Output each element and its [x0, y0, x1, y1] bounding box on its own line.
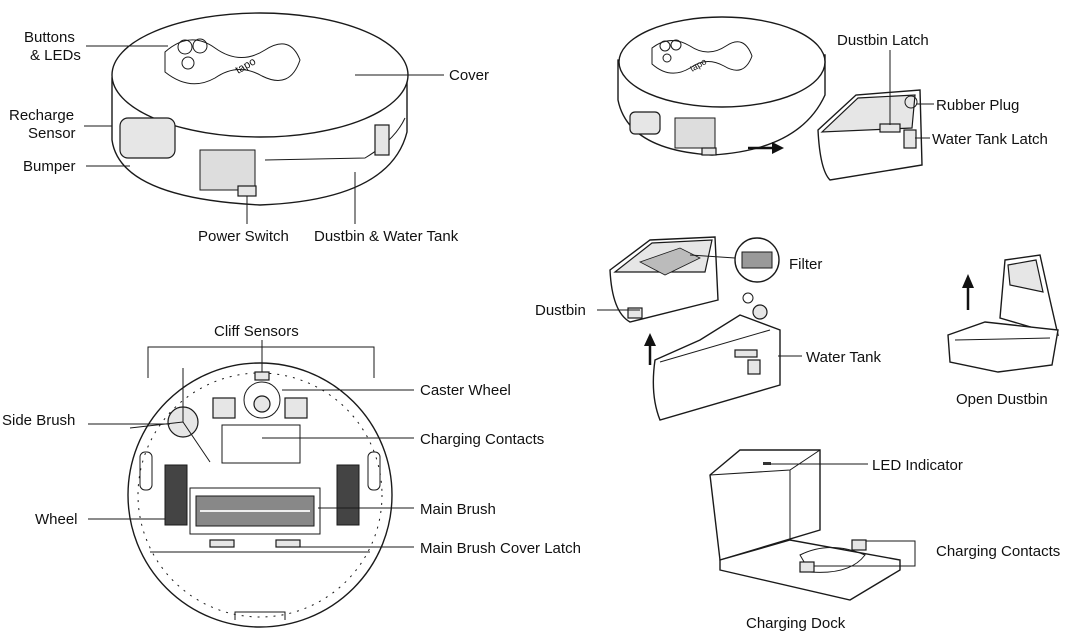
charging-contacts-part: [221, 424, 301, 464]
label-water-tank: Water Tank: [806, 349, 882, 366]
robot-bottom-view: [127, 362, 393, 628]
cliff-sensor-left: [212, 397, 236, 419]
charging-dock: [709, 449, 901, 601]
label-water-tank-latch: Water Tank Latch: [932, 131, 1048, 148]
label-cover: Cover: [449, 67, 489, 84]
brush-cover-latch-right: [275, 539, 301, 548]
button-led-1: [177, 39, 193, 55]
wheel-left: [164, 464, 188, 526]
label-buttons-leds-2: & LEDs: [30, 47, 81, 64]
dustbin-handle: [374, 124, 390, 156]
label-charging-contacts-dock: Charging Contacts: [936, 543, 1060, 560]
cliff-sensor-right: [284, 397, 308, 419]
dock-tower: [709, 449, 821, 561]
label-charging-contacts-robot: Charging Contacts: [420, 431, 544, 448]
cliff-sensor-front: [254, 371, 270, 381]
button-area: [164, 39, 301, 85]
vent-grille: [199, 149, 256, 191]
robot-removal-view: tapo: [617, 16, 923, 181]
label-power-switch: Power Switch: [198, 228, 289, 245]
label-recharge-2: Sensor: [28, 125, 76, 142]
label-buttons-leds-1: Buttons: [24, 29, 75, 46]
dock-contact-1: [851, 539, 867, 551]
dustbin-latch-part: [879, 123, 901, 133]
open-dustbin-base: [947, 321, 1059, 373]
water-tank-part: [652, 314, 781, 421]
label-rubber-plug: Rubber Plug: [936, 97, 1019, 114]
label-main-brush: Main Brush: [420, 501, 496, 518]
label-led-indicator: LED Indicator: [872, 457, 963, 474]
label-caster-wheel: Caster Wheel: [420, 382, 511, 399]
dock-contact-2: [799, 561, 815, 573]
dustbin-assembly: [609, 236, 1059, 421]
label-recharge-1: Recharge: [9, 107, 74, 124]
label-dustbin-latch: Dustbin Latch: [837, 32, 929, 49]
label-bumper: Bumper: [23, 158, 76, 175]
label-dustbin: Dustbin: [535, 302, 586, 319]
label-side-brush: Side Brush: [2, 412, 75, 429]
label-filter: Filter: [789, 256, 822, 273]
button-led-3: [181, 56, 195, 70]
button-led-2: [192, 38, 208, 54]
label-cliff-sensors: Cliff Sensors: [214, 323, 299, 340]
brush-cover-latch-left: [209, 539, 235, 548]
wheel-right: [336, 464, 360, 526]
water-tank-latch-part: [903, 129, 917, 149]
power-switch-part: [237, 185, 257, 197]
filter-part: [741, 251, 773, 269]
label-dustbin-water-tank: Dustbin & Water Tank: [314, 228, 459, 245]
robot-top-view: tapo: [111, 12, 409, 206]
label-open-dustbin: Open Dustbin: [956, 391, 1048, 408]
caster-wheel-part: [243, 381, 281, 419]
label-charging-dock: Charging Dock: [746, 615, 846, 631]
main-brush-frame: [189, 487, 321, 535]
rubber-plug-part: [904, 95, 918, 109]
bumper-window: [119, 117, 176, 159]
label-wheel: Wheel: [35, 511, 78, 528]
label-main-brush-cover-latch: Main Brush Cover Latch: [420, 540, 581, 557]
dock-led: [763, 462, 771, 465]
